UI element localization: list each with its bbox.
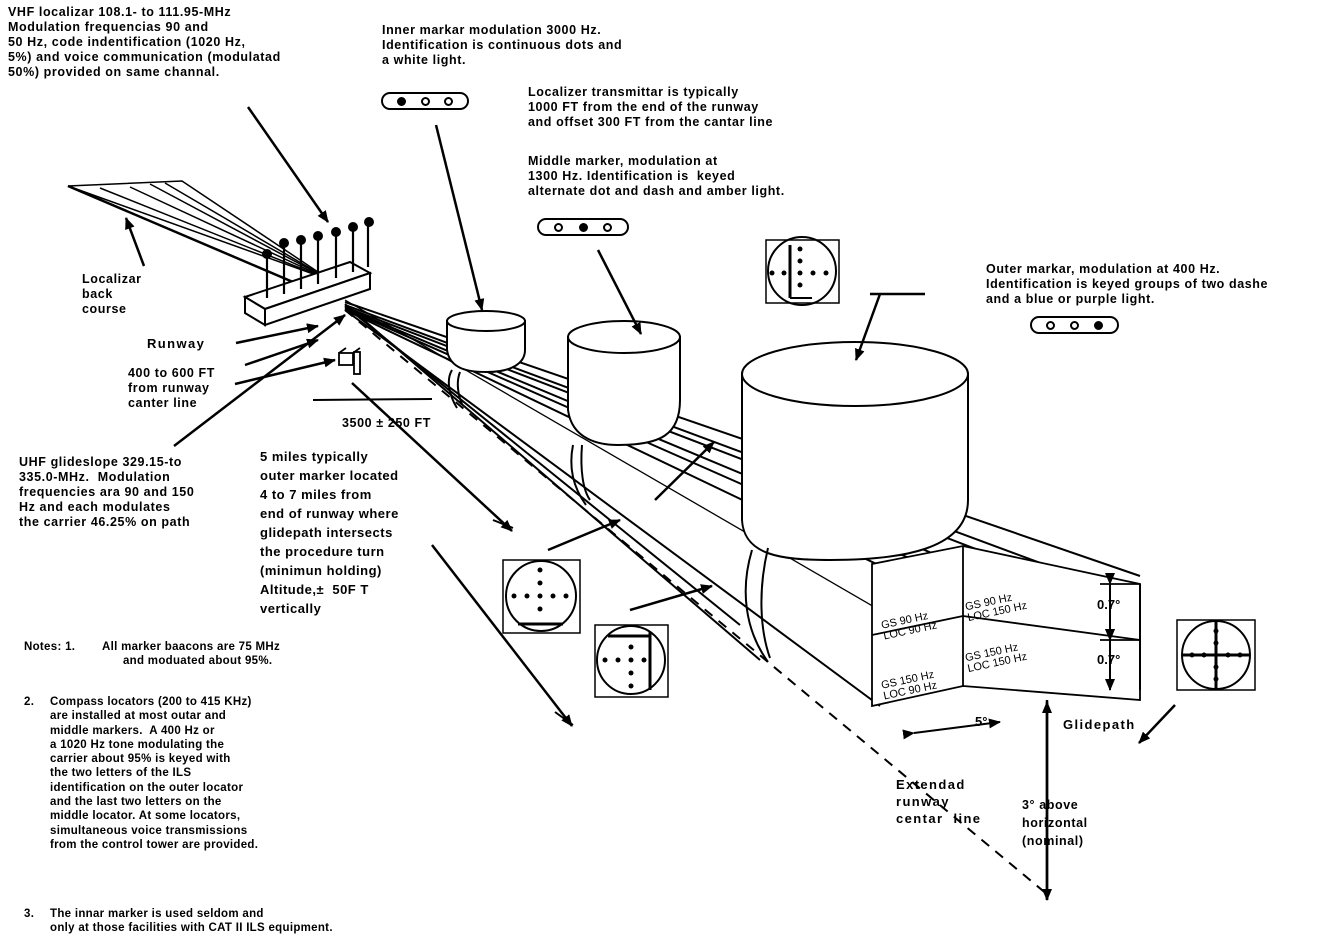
angle-5: 5° <box>975 714 988 729</box>
uhf-glideslope-label: UHF glideslope 329.15-to 335.0-MHz. Modu… <box>19 455 195 529</box>
outer-marker-location-label: 5 miles typically outer marker located 4… <box>260 449 399 616</box>
leader-arrows <box>124 106 1176 901</box>
note-1: Notes: 1. All marker baacons are 75 MHz … <box>24 641 281 668</box>
outer-marker-lobe <box>741 341 969 663</box>
angle-07-lower: 0.7° <box>1097 652 1121 667</box>
outer-marker-label: Outer markar, modulation at 400 Hz. Iden… <box>986 262 1269 306</box>
marker-light-dot <box>444 97 453 106</box>
marker-light-dot <box>397 97 406 106</box>
cdi-instrument-icon <box>1176 619 1256 691</box>
marker-light-dot <box>603 223 612 232</box>
inner-marker-indicator <box>381 92 469 110</box>
dimension-ticks <box>312 398 1141 740</box>
distance-3500-label: 3500 ± 250 FT <box>342 416 432 430</box>
middle-marker-indicator <box>537 218 629 236</box>
middle-marker-lobe <box>567 320 681 506</box>
cdi-instrument-icon <box>502 559 581 634</box>
glidepath-label: Glidepath <box>1063 717 1136 732</box>
localizer-back-course-label: Localizar back course <box>82 272 142 316</box>
localizer-antenna-array-icon <box>242 217 374 327</box>
runway-label: Runway <box>147 336 206 351</box>
glideslope-transmitter-icon <box>338 347 361 375</box>
marker-light-dot <box>421 97 430 106</box>
extended-centerline <box>344 309 1049 896</box>
localizer-transmitter-label: Localizer transmittar is typically 1000 … <box>528 85 774 129</box>
cdi-instrument-icon <box>765 236 840 306</box>
cdi-instrument-icon <box>594 624 669 698</box>
angle-07-upper: 0.7° <box>1097 597 1121 612</box>
marker-light-dot <box>1046 321 1055 330</box>
outer-marker-indicator <box>1030 316 1119 334</box>
offset-range-label: 400 to 600 FT from runway canter line <box>128 366 215 410</box>
marker-light-dot <box>1094 321 1103 330</box>
back-course-fan <box>67 180 331 287</box>
inner-marker-lobe <box>446 310 526 409</box>
three-degree-label: 3° above horizontal (nominal) <box>1022 798 1088 848</box>
inner-marker-label: Inner markar modulation 3000 Hz. Identif… <box>382 23 623 67</box>
marker-light-dot <box>554 223 563 232</box>
marker-light-dot <box>579 223 588 232</box>
note-3: 3. The innar marker is used seldom and o… <box>24 908 333 935</box>
middle-marker-label: Middle marker, modulation at 1300 Hz. Id… <box>528 154 785 198</box>
note-2: 2. Compass locators (200 to 415 KHz) are… <box>24 696 259 851</box>
marker-light-dot <box>1070 321 1079 330</box>
extended-centerline-label: Extendad runway centar line <box>896 777 982 826</box>
vhf-localizer-label: VHF localizar 108.1- to 111.95-MHz Modul… <box>8 5 281 79</box>
